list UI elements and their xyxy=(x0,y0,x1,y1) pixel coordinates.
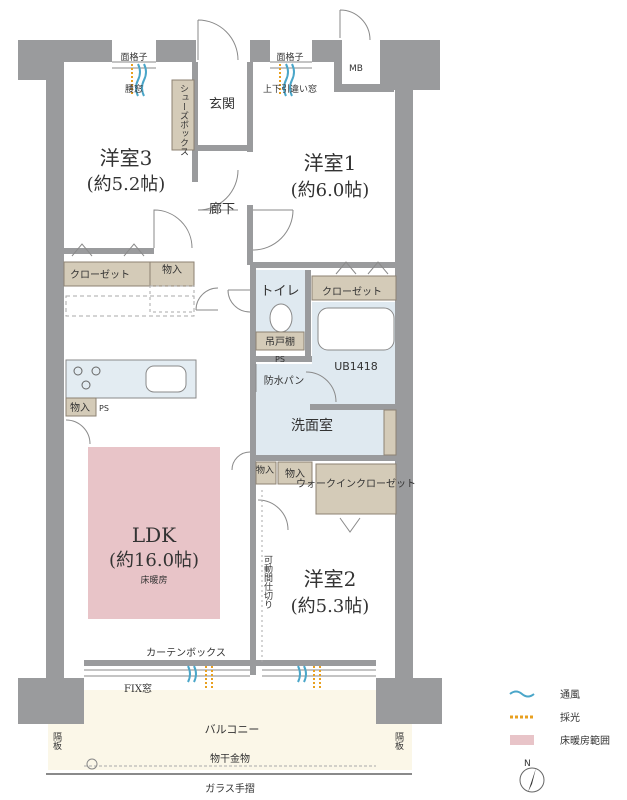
lattice-label-right: 面格子 xyxy=(276,51,303,63)
floor-heating-area xyxy=(88,447,220,619)
room-size-western3: (約5.2帖) xyxy=(87,174,166,195)
stove-burner-icon xyxy=(91,366,101,376)
room-name-entrance: 玄関 xyxy=(209,97,235,112)
room-name-ldk: LDK xyxy=(132,523,177,547)
movable-partition-label: 可動間仕切り xyxy=(262,555,273,609)
legend: 通風 採光 床暖房範囲 xyxy=(509,689,610,747)
closet-label-western1: クローゼット xyxy=(322,286,382,298)
room-name-washroom: 洗面室 xyxy=(291,417,333,434)
hanging-shelf-label: 吊戸棚 xyxy=(265,335,295,348)
ps-label-kitchen: PS xyxy=(99,404,109,413)
hanging-shelf xyxy=(255,331,305,351)
washroom-shelf xyxy=(383,409,397,456)
room-name-hallway: 廊下 xyxy=(209,201,235,217)
windows xyxy=(84,61,376,677)
shoe-box-label: シューズボックス xyxy=(178,84,189,156)
double-hung-label: 上下引違い窓 xyxy=(263,83,317,95)
floor-heating-note: 床暖房 xyxy=(140,574,167,586)
lattice-label-left: 面格子 xyxy=(120,51,147,63)
compass-north-label: N xyxy=(524,759,531,769)
room-name-balcony: バルコニー xyxy=(205,723,260,736)
drain-icon xyxy=(86,758,98,770)
room-size-ldk: (約16.0帖) xyxy=(109,550,199,571)
curtain-box-label: カーテンボックス xyxy=(146,647,226,659)
room-size-western2: (約5.3帖) xyxy=(291,596,370,617)
legend-label-light: 採光 xyxy=(560,711,580,724)
fix-window-label: FIX窓 xyxy=(124,682,152,695)
closet-label-western3: クローゼット xyxy=(70,269,130,281)
stove-burner-icon xyxy=(73,366,83,376)
walls xyxy=(18,40,442,724)
drying-fixture-label: 物干金物 xyxy=(210,752,250,765)
sink xyxy=(145,365,187,393)
storage-western3 xyxy=(149,261,195,287)
balcony-floor xyxy=(48,690,412,770)
mb-label: MB xyxy=(349,64,363,74)
room-name-toilet: トイレ xyxy=(260,284,299,299)
waterproof-pan-label: 防水パン xyxy=(264,374,305,387)
storage-label-washroom: 物入 xyxy=(256,464,274,476)
room-name-western3: 洋室3 xyxy=(100,146,153,170)
closet-western1 xyxy=(311,275,397,301)
legend-label-wind: 通風 xyxy=(560,689,580,701)
washroom-area xyxy=(255,364,395,458)
storage-washroom-2 xyxy=(277,461,313,485)
storage-label-kitchen: 物入 xyxy=(70,401,90,414)
walk-in-closet xyxy=(315,463,397,515)
waist-window-label: 腰窓 xyxy=(125,83,143,95)
storage-label-washroom-2: 物入 xyxy=(285,467,305,480)
legend-label-floor-heating: 床暖房範囲 xyxy=(560,734,610,747)
room-name-western2: 洋室2 xyxy=(304,567,357,591)
stove-burner-icon xyxy=(81,380,91,390)
wind-icon xyxy=(509,690,535,698)
bathtub xyxy=(317,307,395,351)
room-name-bath: UB1418 xyxy=(334,360,378,373)
closet-western3 xyxy=(63,261,151,287)
compass-icon: N xyxy=(519,759,545,793)
floor-heating-swatch xyxy=(510,735,534,745)
glass-railing-label: ガラス手摺 xyxy=(205,782,255,795)
shoe-box xyxy=(171,79,195,151)
light-icon xyxy=(131,64,321,690)
storage-label-western3: 物入 xyxy=(162,263,182,276)
door-swings xyxy=(65,9,371,531)
partition-board-left: 隔板 xyxy=(51,732,62,751)
room-size-western1: (約6.0帖) xyxy=(291,180,370,201)
walk-in-closet-label: ウォークインクローゼット xyxy=(296,478,416,490)
pantry-area xyxy=(149,285,195,313)
wind-icon xyxy=(135,63,307,683)
room-name-western1: 洋室1 xyxy=(304,151,357,175)
toilet-bowl xyxy=(269,303,293,333)
closet-doors xyxy=(71,243,389,533)
ps-label-toilet: PS xyxy=(275,355,285,364)
storage-kitchen xyxy=(65,397,97,417)
kitchen-upper-area xyxy=(65,295,195,317)
partition-board-right: 隔板 xyxy=(393,732,404,751)
storage-washroom xyxy=(255,461,277,485)
